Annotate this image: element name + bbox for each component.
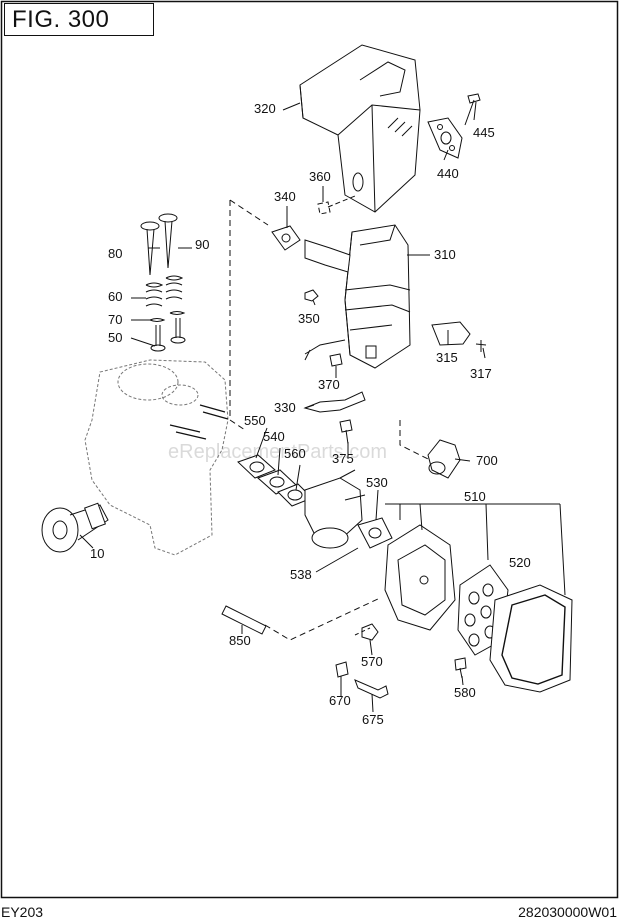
callout-315: 315 (436, 350, 458, 365)
insulator-gaskets (237, 454, 313, 507)
callout-580: 580 (454, 685, 476, 700)
part-675 (354, 679, 389, 699)
tappets (150, 318, 186, 352)
callout-labels: 320 445 440 360 340 310 350 315 317 370 … (90, 101, 531, 727)
carburetor (304, 469, 366, 549)
callout-520: 520 (509, 555, 531, 570)
gasket-530-hole (368, 527, 382, 539)
gasket-530 (357, 517, 393, 549)
muffler-cover (299, 44, 421, 213)
intake-exhaust-valves (140, 213, 178, 276)
callout-375: 375 (332, 451, 354, 466)
studs (169, 404, 229, 440)
dashed-guide-right (399, 420, 431, 461)
callout-670: 670 (329, 693, 351, 708)
dashed-guide-bottom (264, 597, 381, 641)
leader-lines (79, 101, 486, 713)
bracket-315 (431, 321, 471, 346)
callout-560: 560 (284, 446, 306, 461)
callout-70: 70 (108, 312, 122, 327)
bolt-580 (454, 657, 467, 679)
callout-330: 330 (274, 400, 296, 415)
gasket-340 (271, 225, 301, 251)
bolt-445 (464, 93, 481, 126)
bolt-375 (339, 419, 353, 445)
callout-310: 310 (434, 247, 456, 262)
callout-550: 550 (244, 413, 266, 428)
callout-60: 60 (108, 289, 122, 304)
callout-50: 50 (108, 330, 122, 345)
callout-320: 320 (254, 101, 276, 116)
camshaft (41, 502, 109, 553)
watermark: eReplacementParts.com (168, 441, 387, 463)
callout-bracket-510 (385, 503, 566, 596)
callout-440: 440 (437, 166, 459, 181)
dashed-guide-left (229, 199, 269, 431)
callout-340: 340 (274, 189, 296, 204)
callout-350: 350 (298, 311, 320, 326)
diagram-code: 282030000W01 (518, 904, 617, 920)
callout-850: 850 (229, 633, 251, 648)
valve-springs (145, 275, 184, 307)
nut-350 (304, 289, 319, 302)
callout-538: 538 (290, 567, 312, 582)
callout-360: 360 (309, 169, 331, 184)
nut-570 (361, 623, 379, 641)
callout-510: 510 (464, 489, 486, 504)
breather-pipe-850 (221, 605, 267, 635)
callout-80: 80 (108, 246, 122, 261)
callout-90: 90 (195, 237, 209, 252)
callout-445: 445 (473, 125, 495, 140)
callout-370: 370 (318, 377, 340, 392)
spring-retainers (149, 311, 186, 322)
callout-10: 10 (90, 546, 104, 561)
diagram-border (0, 0, 619, 899)
muffler (304, 224, 411, 369)
gasket-440 (427, 117, 463, 159)
screw-317 (475, 340, 487, 352)
filter-element (489, 584, 573, 693)
part-670 (335, 661, 349, 678)
callout-540: 540 (263, 429, 285, 444)
callout-570: 570 (361, 654, 383, 669)
bolt-370 (329, 353, 343, 367)
figure-title: FIG. 300 (4, 3, 154, 36)
bracket-330 (303, 391, 366, 413)
callout-700: 700 (476, 453, 498, 468)
model-number: EY203 (1, 904, 44, 920)
callout-317: 317 (470, 366, 492, 381)
callout-675: 675 (362, 712, 384, 727)
callout-530: 530 (366, 475, 388, 490)
bolt-360 (317, 195, 356, 215)
air-cleaner-case (384, 524, 456, 631)
engine-block-outline (84, 359, 229, 556)
